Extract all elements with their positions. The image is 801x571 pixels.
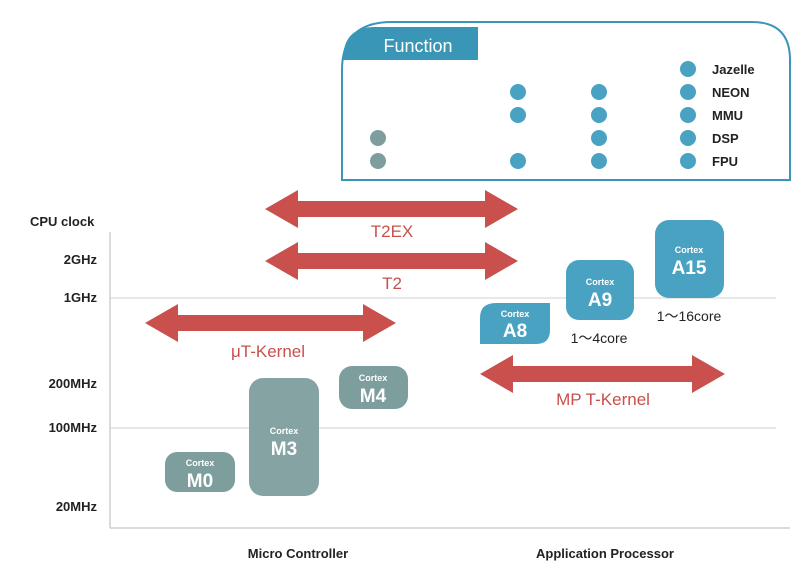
arrow-label-mp-t-kernel: MP T-Kernel [556, 390, 650, 409]
arrow-t2ex [265, 190, 518, 228]
feature-label-mmu: MMU [712, 108, 743, 123]
arrow-mp-t-kernel [480, 355, 725, 393]
kernel-arrows: T2EX T2 μT-Kernel MP T-Kernel [145, 190, 725, 409]
chip-a9-name: A9 [588, 290, 612, 311]
a9-core-count: 1～4core [571, 330, 628, 346]
chip-m4 [339, 366, 408, 409]
processor-a8: Cortex A8 [480, 303, 550, 344]
y-axis-label: CPU clock [30, 214, 95, 229]
function-title: Function [383, 36, 452, 56]
feature-dot-a9-mmu [591, 107, 607, 123]
feature-dot-a8-neon [510, 84, 526, 100]
arrow-label-t2: T2 [382, 274, 402, 293]
chip-m3-brand: Cortex [270, 426, 299, 436]
chip-a8-name: A8 [503, 321, 527, 342]
clock-axis: CPU clock 2GHz 1GHz 200MHz 100MHz 20MHz … [30, 214, 790, 561]
feature-label-jazelle: Jazelle [712, 62, 755, 77]
legend-dot-dsp [680, 130, 696, 146]
function-title-tab [343, 27, 478, 60]
legend-dot-mmu [680, 107, 696, 123]
chip-m3 [249, 378, 319, 496]
category-application-processor: Application Processor [536, 546, 674, 561]
function-box: Function Jazelle NEON MMU DSP FPU [341, 21, 791, 181]
processor-m3: Cortex M3 [249, 378, 319, 496]
tick-2ghz: 2GHz [64, 252, 98, 267]
arrow-t2 [265, 242, 518, 280]
chip-a15-name: A15 [672, 258, 707, 279]
tick-100mhz: 100MHz [49, 420, 98, 435]
feature-dot-a8-fpu [510, 153, 526, 169]
feature-label-neon: NEON [712, 85, 750, 100]
feature-dot-a9-fpu [591, 153, 607, 169]
legend-dot-jazelle [680, 61, 696, 77]
feature-label-fpu: FPU [712, 154, 738, 169]
feature-dot-a9-neon [591, 84, 607, 100]
chip-m4-name: M4 [360, 386, 387, 407]
tick-1ghz: 1GHz [64, 290, 98, 305]
processor-m0: Cortex M0 [165, 452, 235, 492]
processor-m4: Cortex M4 [339, 366, 408, 409]
processor-a15: Cortex A15 1～16core [655, 220, 724, 324]
chip-a9-brand: Cortex [586, 277, 615, 287]
a15-core-count: 1～16core [657, 308, 722, 324]
arrow-ut-kernel [145, 304, 396, 342]
legend-dot-neon [680, 84, 696, 100]
feature-dot-m-fpu [370, 153, 386, 169]
feature-dot-m-dsp [370, 130, 386, 146]
chip-a8-brand: Cortex [501, 309, 530, 319]
legend-dot-fpu [680, 153, 696, 169]
arrow-label-ut-kernel: μT-Kernel [231, 342, 305, 361]
chip-m4-brand: Cortex [359, 373, 388, 383]
chip-a15 [655, 220, 724, 298]
chip-a8 [480, 303, 550, 344]
chip-m0 [165, 452, 235, 492]
arrow-label-t2ex: T2EX [371, 222, 414, 241]
category-micro-controller: Micro Controller [248, 546, 348, 561]
processor-a9: Cortex A9 1～4core [566, 260, 634, 346]
tick-200mhz: 200MHz [49, 376, 98, 391]
feature-label-dsp: DSP [712, 131, 739, 146]
chip-m3-name: M3 [271, 439, 297, 460]
chip-a9 [566, 260, 634, 320]
feature-dot-a8-mmu [510, 107, 526, 123]
tick-20mhz: 20MHz [56, 499, 98, 514]
chip-a15-brand: Cortex [675, 245, 704, 255]
chip-m0-name: M0 [187, 471, 213, 492]
chip-m0-brand: Cortex [186, 458, 215, 468]
feature-dot-a9-dsp [591, 130, 607, 146]
